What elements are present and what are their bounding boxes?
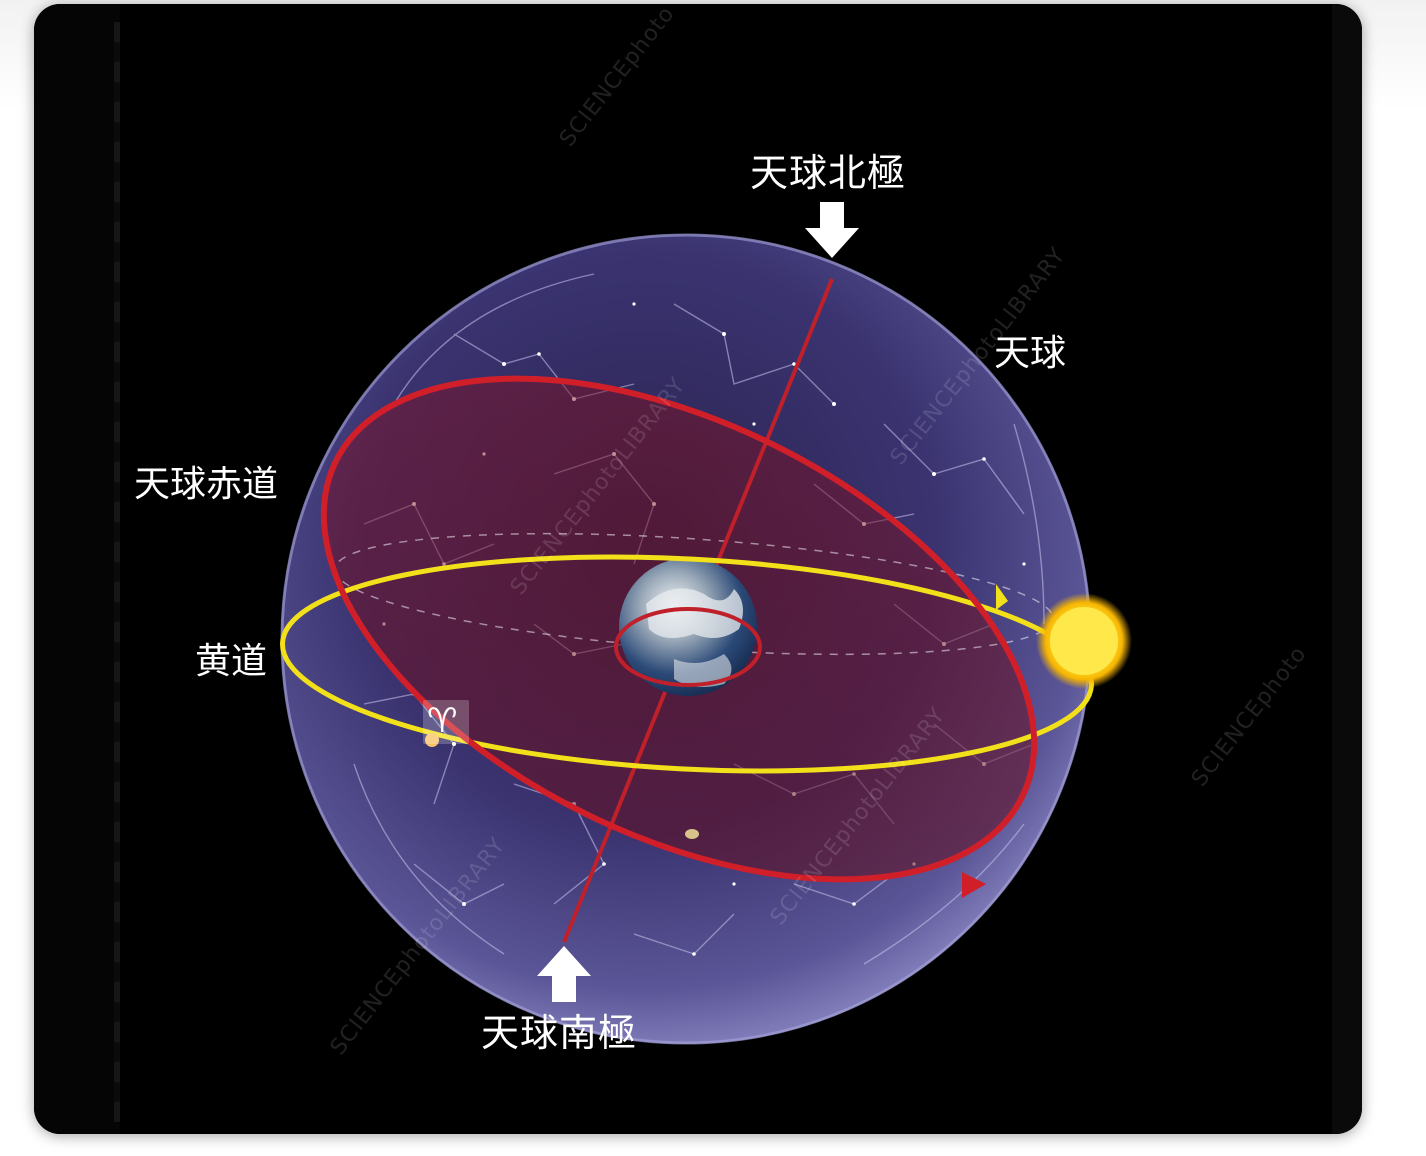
ecliptic-label: 黄道 [195, 641, 268, 682]
sun-icon [1036, 593, 1132, 689]
aries-symbol: ♈ [427, 701, 458, 741]
left-dark-margin [34, 4, 120, 1134]
aries-symbol-box [423, 700, 469, 744]
celestial-sphere-diagram [280, 202, 1132, 1045]
arrow-down-icon [805, 202, 859, 258]
arrow-up-icon [537, 946, 591, 1002]
south-pole-label: 天球南極 [481, 1011, 638, 1055]
left-film-edge [114, 22, 120, 1122]
north-pole-label: 天球北極 [750, 151, 907, 195]
image-viewer-card: SCIENCEphoto SCIENCEphotoLIBRARY SCIENCE… [34, 4, 1362, 1134]
earth-icon [614, 558, 762, 696]
moon-icon [685, 829, 699, 839]
vernal-equinox-point [425, 733, 439, 747]
right-dark-margin [1332, 4, 1362, 1134]
equator-direction-arrow [962, 872, 986, 898]
ecliptic-direction-arrow [996, 584, 1008, 610]
celestial-equator-label: 天球赤道 [134, 464, 279, 505]
celestial-equator-ring [320, 375, 1038, 883]
celestial-sphere-label: 天球 [994, 333, 1067, 374]
